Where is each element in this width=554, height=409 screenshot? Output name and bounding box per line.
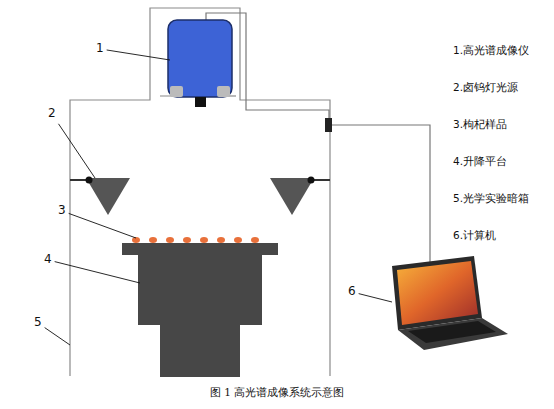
cable-connector: [325, 118, 332, 132]
dark-box: [70, 8, 330, 376]
laptop-base: [398, 318, 508, 350]
leader-line: [359, 294, 392, 302]
leader-lines: [45, 50, 392, 345]
figure-caption: 图 1 高光谱成像系统示意图: [210, 386, 344, 398]
laptop: [392, 256, 508, 350]
laptop-lid: [392, 256, 482, 330]
part-key: 5.光学实验暗箱: [453, 192, 529, 204]
laptop-keyboard: [408, 321, 496, 343]
part-key: 1.高光谱成像仪: [453, 44, 529, 56]
part-key: 4.升降平台: [453, 155, 507, 167]
leader-line: [45, 328, 70, 345]
leader-line: [55, 262, 140, 283]
data-cable: [332, 125, 430, 266]
leader-line: [107, 50, 170, 60]
callout-number: 1: [96, 42, 104, 56]
leader-line: [69, 213, 136, 238]
callout-number: 4: [44, 253, 52, 267]
platform-column: [160, 325, 240, 377]
callout-number: 3: [58, 204, 66, 218]
sample-berry: [166, 237, 174, 243]
lamp: [270, 178, 314, 215]
dark-box-outline: [70, 8, 330, 376]
platform-top: [122, 243, 278, 255]
lamp-joint: [86, 177, 93, 184]
laptop-screen: [397, 261, 478, 325]
camera-lens: [195, 97, 206, 107]
callout-number: 2: [48, 107, 56, 121]
sample-berry: [183, 237, 191, 243]
lift-platform: [122, 243, 278, 377]
camera-foot: [170, 86, 183, 97]
wolfberry-samples: [132, 237, 259, 243]
sample-berry: [251, 237, 259, 243]
halogen-lamps: [70, 177, 330, 216]
callout-number: 6: [348, 285, 356, 299]
platform-body: [138, 255, 262, 325]
part-key: 3.枸杞样品: [453, 118, 507, 130]
sample-berry: [200, 237, 208, 243]
lamp: [86, 178, 130, 215]
hyperspectral-camera: [168, 20, 232, 107]
sample-berry: [234, 237, 242, 243]
sample-berry: [149, 237, 157, 243]
part-key: 2.卤钨灯光源: [453, 81, 518, 93]
leader-line: [58, 124, 95, 178]
camera-foot: [217, 86, 230, 97]
callout-number: 5: [34, 316, 42, 330]
camera-body: [168, 20, 232, 97]
lamp-joint: [308, 177, 315, 184]
part-key: 6.计算机: [453, 229, 496, 241]
sample-berry: [217, 237, 225, 243]
